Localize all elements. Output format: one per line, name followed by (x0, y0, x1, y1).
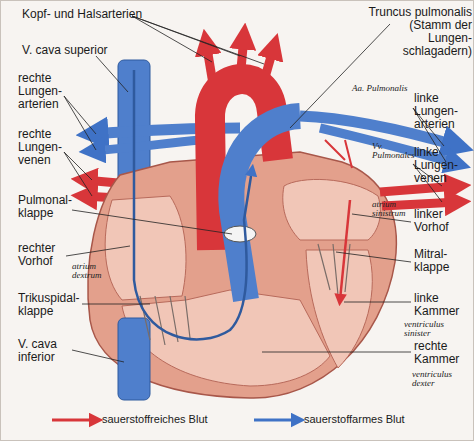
part-label: rechte Lungen- arterien (18, 72, 70, 111)
artery-tube (92, 140, 200, 151)
leader-line (82, 304, 150, 305)
part-label: linke Lungen- arterien (414, 92, 472, 131)
leader-line (132, 16, 264, 64)
leader-line (96, 56, 128, 92)
latin-note: ventriculus dexter (412, 370, 472, 388)
leader-line (290, 24, 390, 128)
part-label: Truncus pulmonalis (Stamm der Lungen- sc… (366, 6, 472, 58)
latin-note: atrium dextrum (72, 262, 116, 280)
leader-line (344, 302, 411, 303)
pulmonary-valve (224, 226, 256, 242)
vein-tube (380, 186, 458, 192)
part-label: linke Lungen- venen (414, 146, 472, 185)
leader-line (72, 350, 124, 362)
pulmonary-trunk (231, 116, 300, 300)
part-label: Kopf- und Halsarterien (22, 8, 152, 21)
latin-note: atrium sinistrum (372, 200, 414, 218)
leader-line (64, 96, 96, 150)
right-ventricle (122, 290, 330, 386)
leader-line (64, 152, 92, 196)
part-label: linker Vorhof (414, 208, 472, 234)
flow-path (134, 70, 252, 339)
latin-note: Vv. Pulmonales (372, 142, 412, 160)
part-label: linke Kammer (414, 292, 472, 318)
vein-tube (84, 180, 118, 183)
left-ventricle (306, 250, 372, 368)
part-label: V. cava superior (22, 44, 132, 57)
part-label: rechte Lungen- venen (18, 128, 70, 167)
part-label: Mitral- klappe (414, 248, 472, 274)
vena-cava-inferior (118, 318, 150, 400)
leader-lines (64, 16, 446, 362)
leader-line (66, 246, 130, 256)
part-label: Trikuspidal- klappe (18, 292, 92, 318)
left-atrium (283, 179, 381, 240)
legend-text: sauerstoffreiches Blut (102, 413, 208, 426)
flow-path (340, 200, 350, 300)
small-vessel (325, 140, 352, 168)
part-label: Pulmonal- klappe (18, 194, 80, 220)
legend-arrow (52, 419, 96, 422)
part-label: rechte Kammer (414, 340, 472, 366)
leader-line (72, 210, 232, 234)
leader-line (336, 252, 411, 262)
part-label: rechter Vorhof (18, 242, 68, 268)
part-label: V. cava inferior (18, 338, 72, 364)
latin-note: ventriculus sinister (404, 320, 470, 338)
legend-arrow (254, 419, 298, 422)
legend-text: sauerstoffarmes Blut (304, 413, 405, 426)
latin-note: Aa. Pulmonalis (352, 84, 412, 93)
leader-line (262, 352, 411, 353)
